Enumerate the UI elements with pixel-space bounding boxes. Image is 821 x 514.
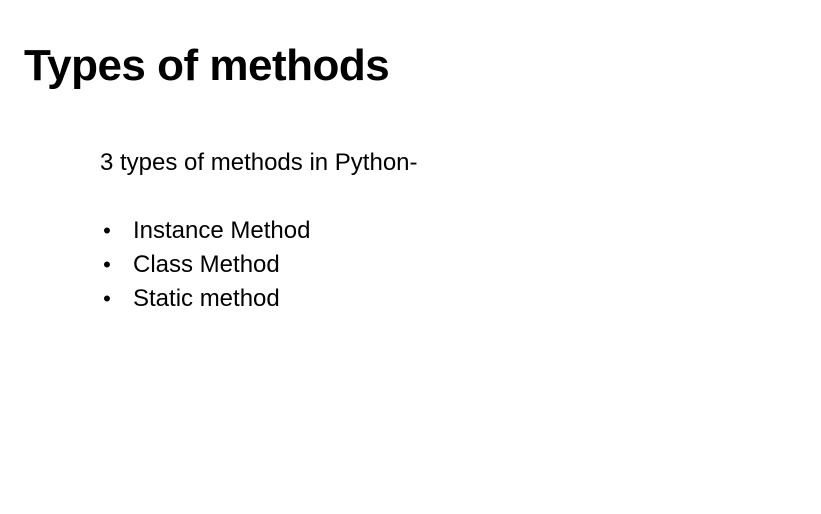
list-item-label: Class Method	[133, 251, 280, 278]
list-item-label: Static method	[133, 285, 280, 312]
intro-text: 3 types of methods in Python-	[100, 149, 418, 176]
bullet-icon: •	[103, 218, 111, 243]
bullet-icon: •	[103, 252, 111, 277]
slide-title: Types of methods	[24, 41, 390, 90]
bullet-icon: •	[103, 286, 111, 311]
list-item-label: Instance Method	[133, 217, 311, 244]
